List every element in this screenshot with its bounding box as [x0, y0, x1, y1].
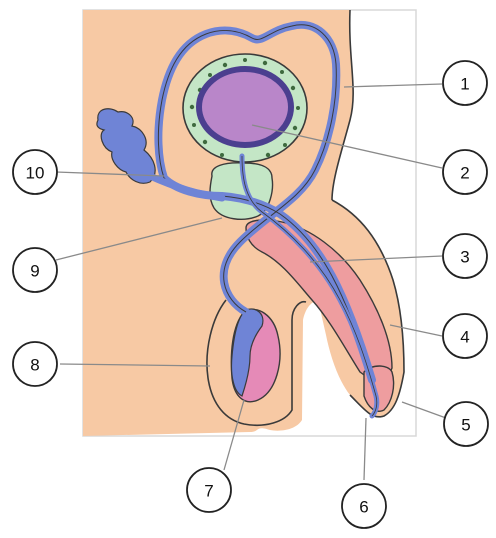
label-7: 7: [187, 468, 231, 512]
label-2: 2: [443, 150, 487, 194]
leader-line-1: [344, 84, 442, 87]
svg-text:4: 4: [460, 328, 469, 347]
svg-text:7: 7: [204, 482, 213, 501]
leader-line-5: [402, 402, 446, 418]
label-1: 1: [443, 61, 487, 105]
svg-text:6: 6: [359, 498, 368, 517]
leader-line-6: [364, 418, 366, 480]
label-4: 4: [443, 314, 487, 358]
svg-text:10: 10: [26, 164, 45, 183]
label-10: 10: [13, 150, 57, 194]
svg-text:9: 9: [30, 262, 39, 281]
svg-text:8: 8: [30, 356, 39, 375]
svg-text:1: 1: [460, 75, 469, 94]
label-9: 9: [13, 248, 57, 292]
svg-text:2: 2: [460, 164, 469, 183]
label-5: 5: [444, 402, 488, 446]
label-3: 3: [443, 234, 487, 278]
label-8: 8: [13, 342, 57, 386]
svg-text:5: 5: [461, 416, 470, 435]
label-6: 6: [342, 484, 386, 528]
svg-text:3: 3: [460, 248, 469, 267]
bladder-inner: [199, 69, 291, 145]
